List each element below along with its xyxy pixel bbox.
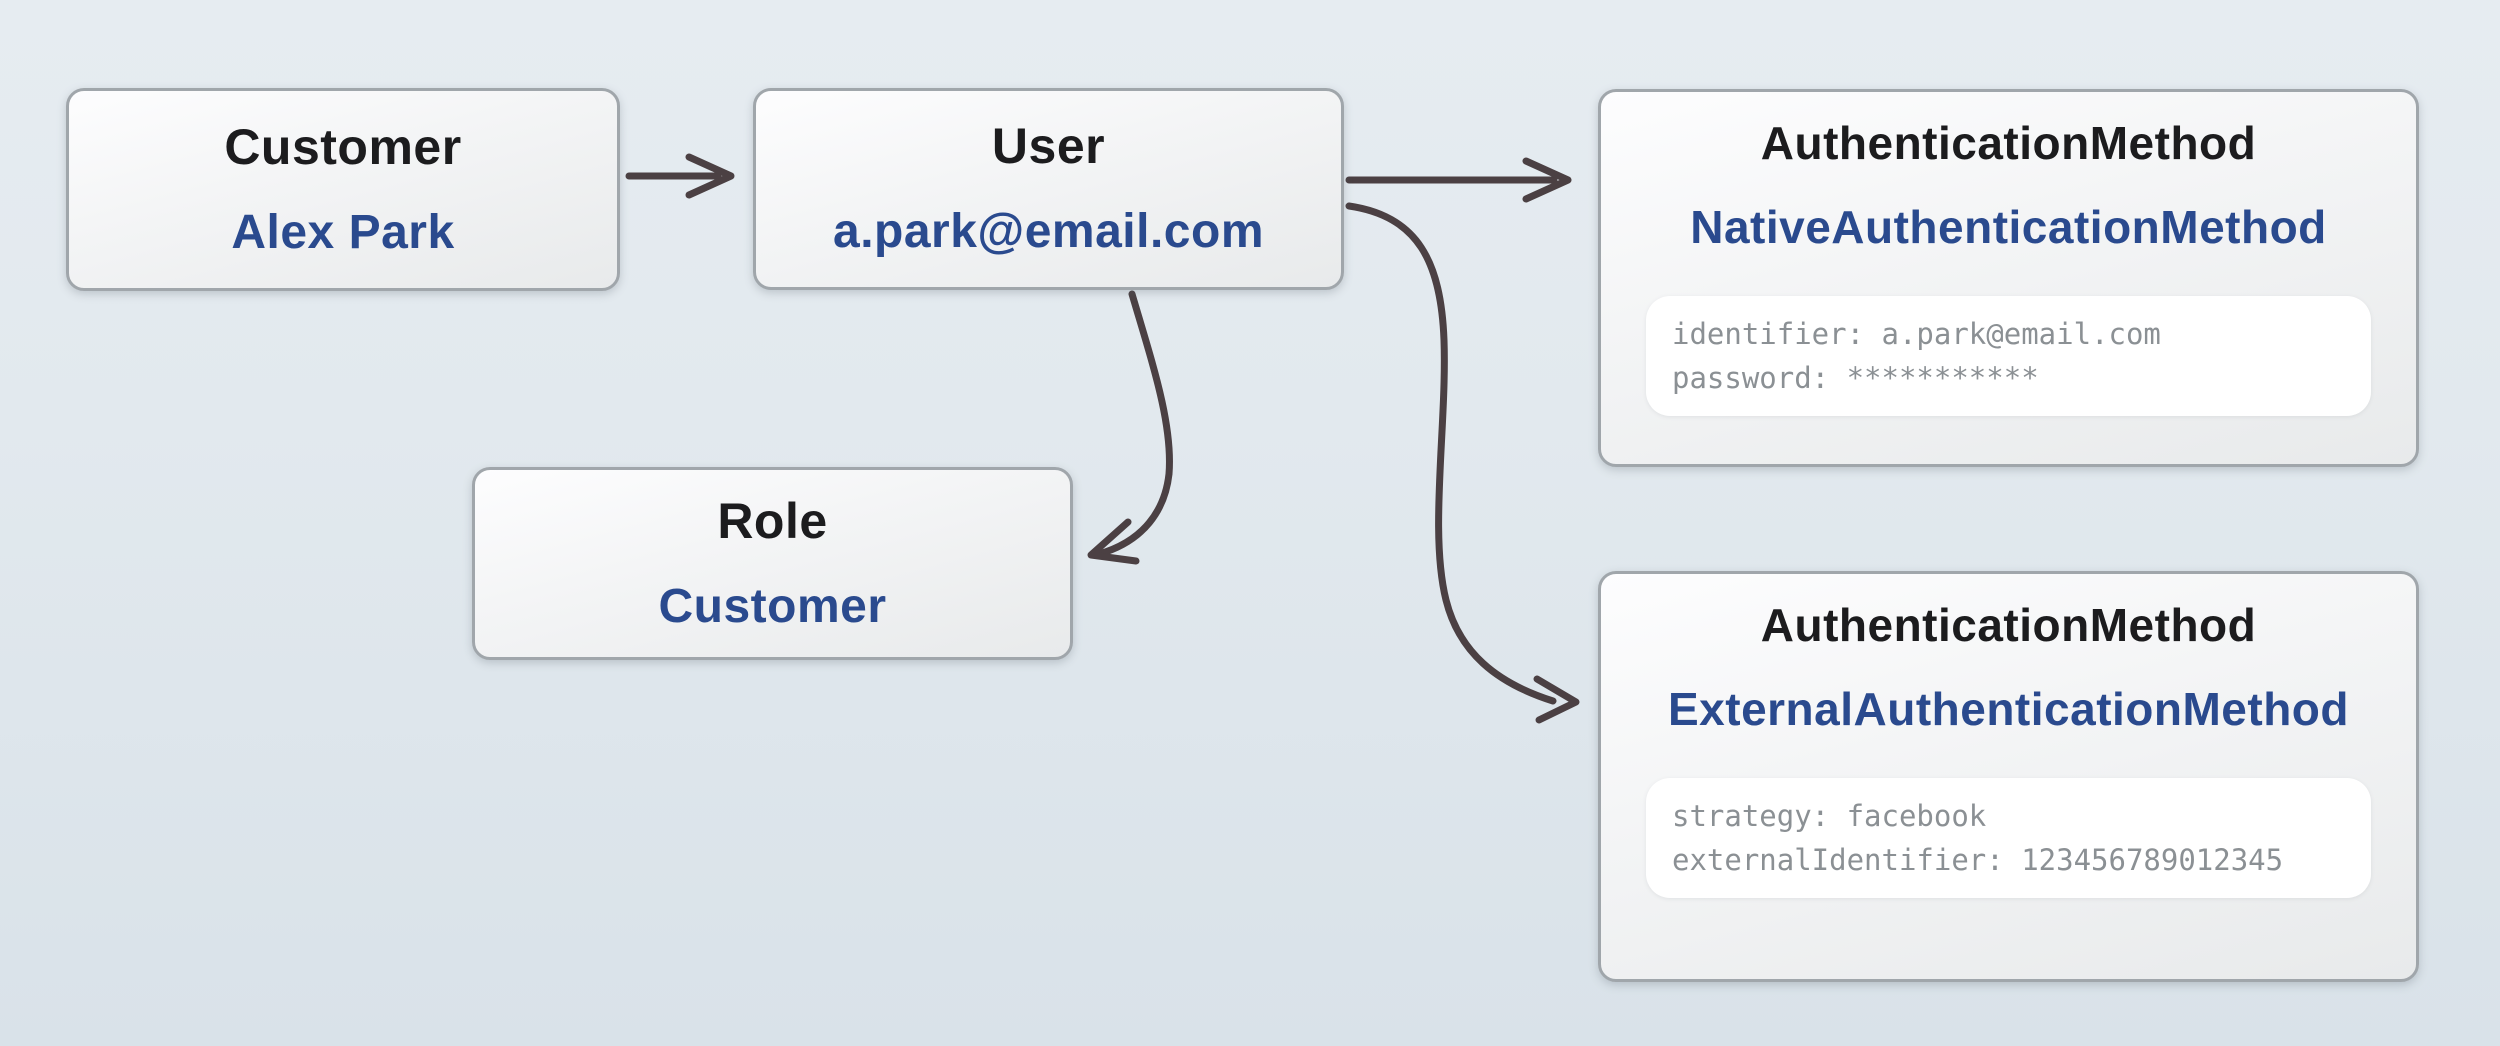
attributes-panel: identifier: a.park@email.com password: *… (1646, 296, 2371, 416)
edge-user-external-auth-arrowhead (1533, 675, 1580, 724)
edge-user-external-auth-shaft (1345, 202, 1557, 705)
node-user: User a.park@email.com (753, 88, 1344, 290)
edge-user-role-arrowhead (1087, 518, 1140, 565)
node-external-auth-value: ExternalAuthenticationMethod (1667, 683, 2350, 735)
node-external-auth: AuthenticationMethod ExternalAuthenticat… (1598, 571, 2419, 982)
attribute-line: identifier: a.park@email.com (1672, 317, 2161, 351)
attribute-line: password: *********** (1672, 361, 2039, 395)
attribute-line: externalIdentifier: 123456789012345 (1672, 843, 2284, 877)
attributes-panel: strategy: facebook externalIdentifier: 1… (1646, 778, 2371, 898)
edge-user-role-shaft (1095, 290, 1173, 558)
node-role-value: Customer (658, 579, 887, 633)
node-native-auth: AuthenticationMethod NativeAuthenticatio… (1598, 89, 2419, 467)
edge-user-native-auth-arrowhead (1522, 157, 1572, 203)
edge-customer-user-arrowhead (685, 153, 735, 199)
node-user-value: a.park@email.com (833, 205, 1264, 258)
node-native-auth-title: AuthenticationMethod (1760, 117, 2257, 169)
node-native-auth-value: NativeAuthenticationMethod (1690, 201, 2327, 253)
node-customer: Customer Alex Park (66, 88, 620, 291)
node-external-auth-title: AuthenticationMethod (1760, 599, 2257, 651)
node-customer-title: Customer (224, 118, 462, 175)
attribute-line: strategy: facebook (1672, 799, 1987, 833)
node-role-title: Role (717, 492, 828, 549)
node-role: Role Customer (472, 467, 1073, 660)
node-user-title: User (991, 118, 1106, 174)
node-customer-value: Alex Park (231, 205, 455, 259)
